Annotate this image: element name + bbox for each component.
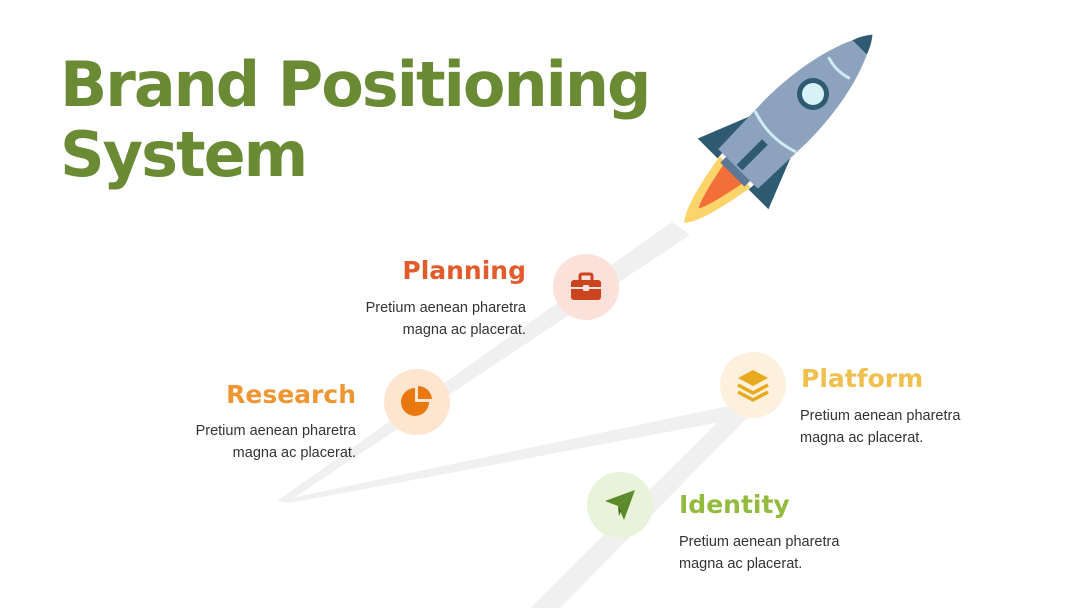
desc-line-1: Pretium aenean pharetra xyxy=(800,408,961,424)
step-title-platform: Platform xyxy=(801,364,924,393)
layers-icon xyxy=(737,370,769,402)
page-title: Brand Positioning System xyxy=(60,48,651,191)
rocket-icon xyxy=(684,34,873,223)
step-desc-platform: Pretium aenean pharetra magna ac placera… xyxy=(800,405,960,449)
title-line-1: Brand Positioning xyxy=(60,48,651,121)
desc-line-2: magna ac placerat. xyxy=(402,322,526,338)
step-desc-identity: Pretium aenean pharetra magna ac placera… xyxy=(679,531,839,575)
desc-line-2: magna ac placerat. xyxy=(232,445,356,461)
step-title-planning: Planning xyxy=(402,256,526,285)
step-title-research: Research xyxy=(226,380,356,409)
briefcase-icon xyxy=(571,272,601,300)
desc-line-1: Pretium aenean pharetra xyxy=(365,300,526,316)
desc-line-1: Pretium aenean pharetra xyxy=(679,534,840,550)
step-desc-planning: Pretium aenean pharetra magna ac placera… xyxy=(366,297,526,341)
desc-line-1: Pretium aenean pharetra xyxy=(195,423,356,439)
paper-plane-icon xyxy=(605,490,635,520)
identity-icon-circle xyxy=(587,472,653,538)
planning-icon-circle xyxy=(553,254,619,320)
step-title-identity: Identity xyxy=(679,490,790,519)
desc-line-2: magna ac placerat. xyxy=(679,556,803,572)
desc-line-2: magna ac placerat. xyxy=(800,430,924,446)
step-desc-research: Pretium aenean pharetra magna ac placera… xyxy=(196,420,356,464)
title-line-2: System xyxy=(60,118,308,191)
pie-chart-icon xyxy=(401,385,432,416)
platform-icon-circle xyxy=(720,352,786,418)
research-icon-circle xyxy=(384,369,450,435)
